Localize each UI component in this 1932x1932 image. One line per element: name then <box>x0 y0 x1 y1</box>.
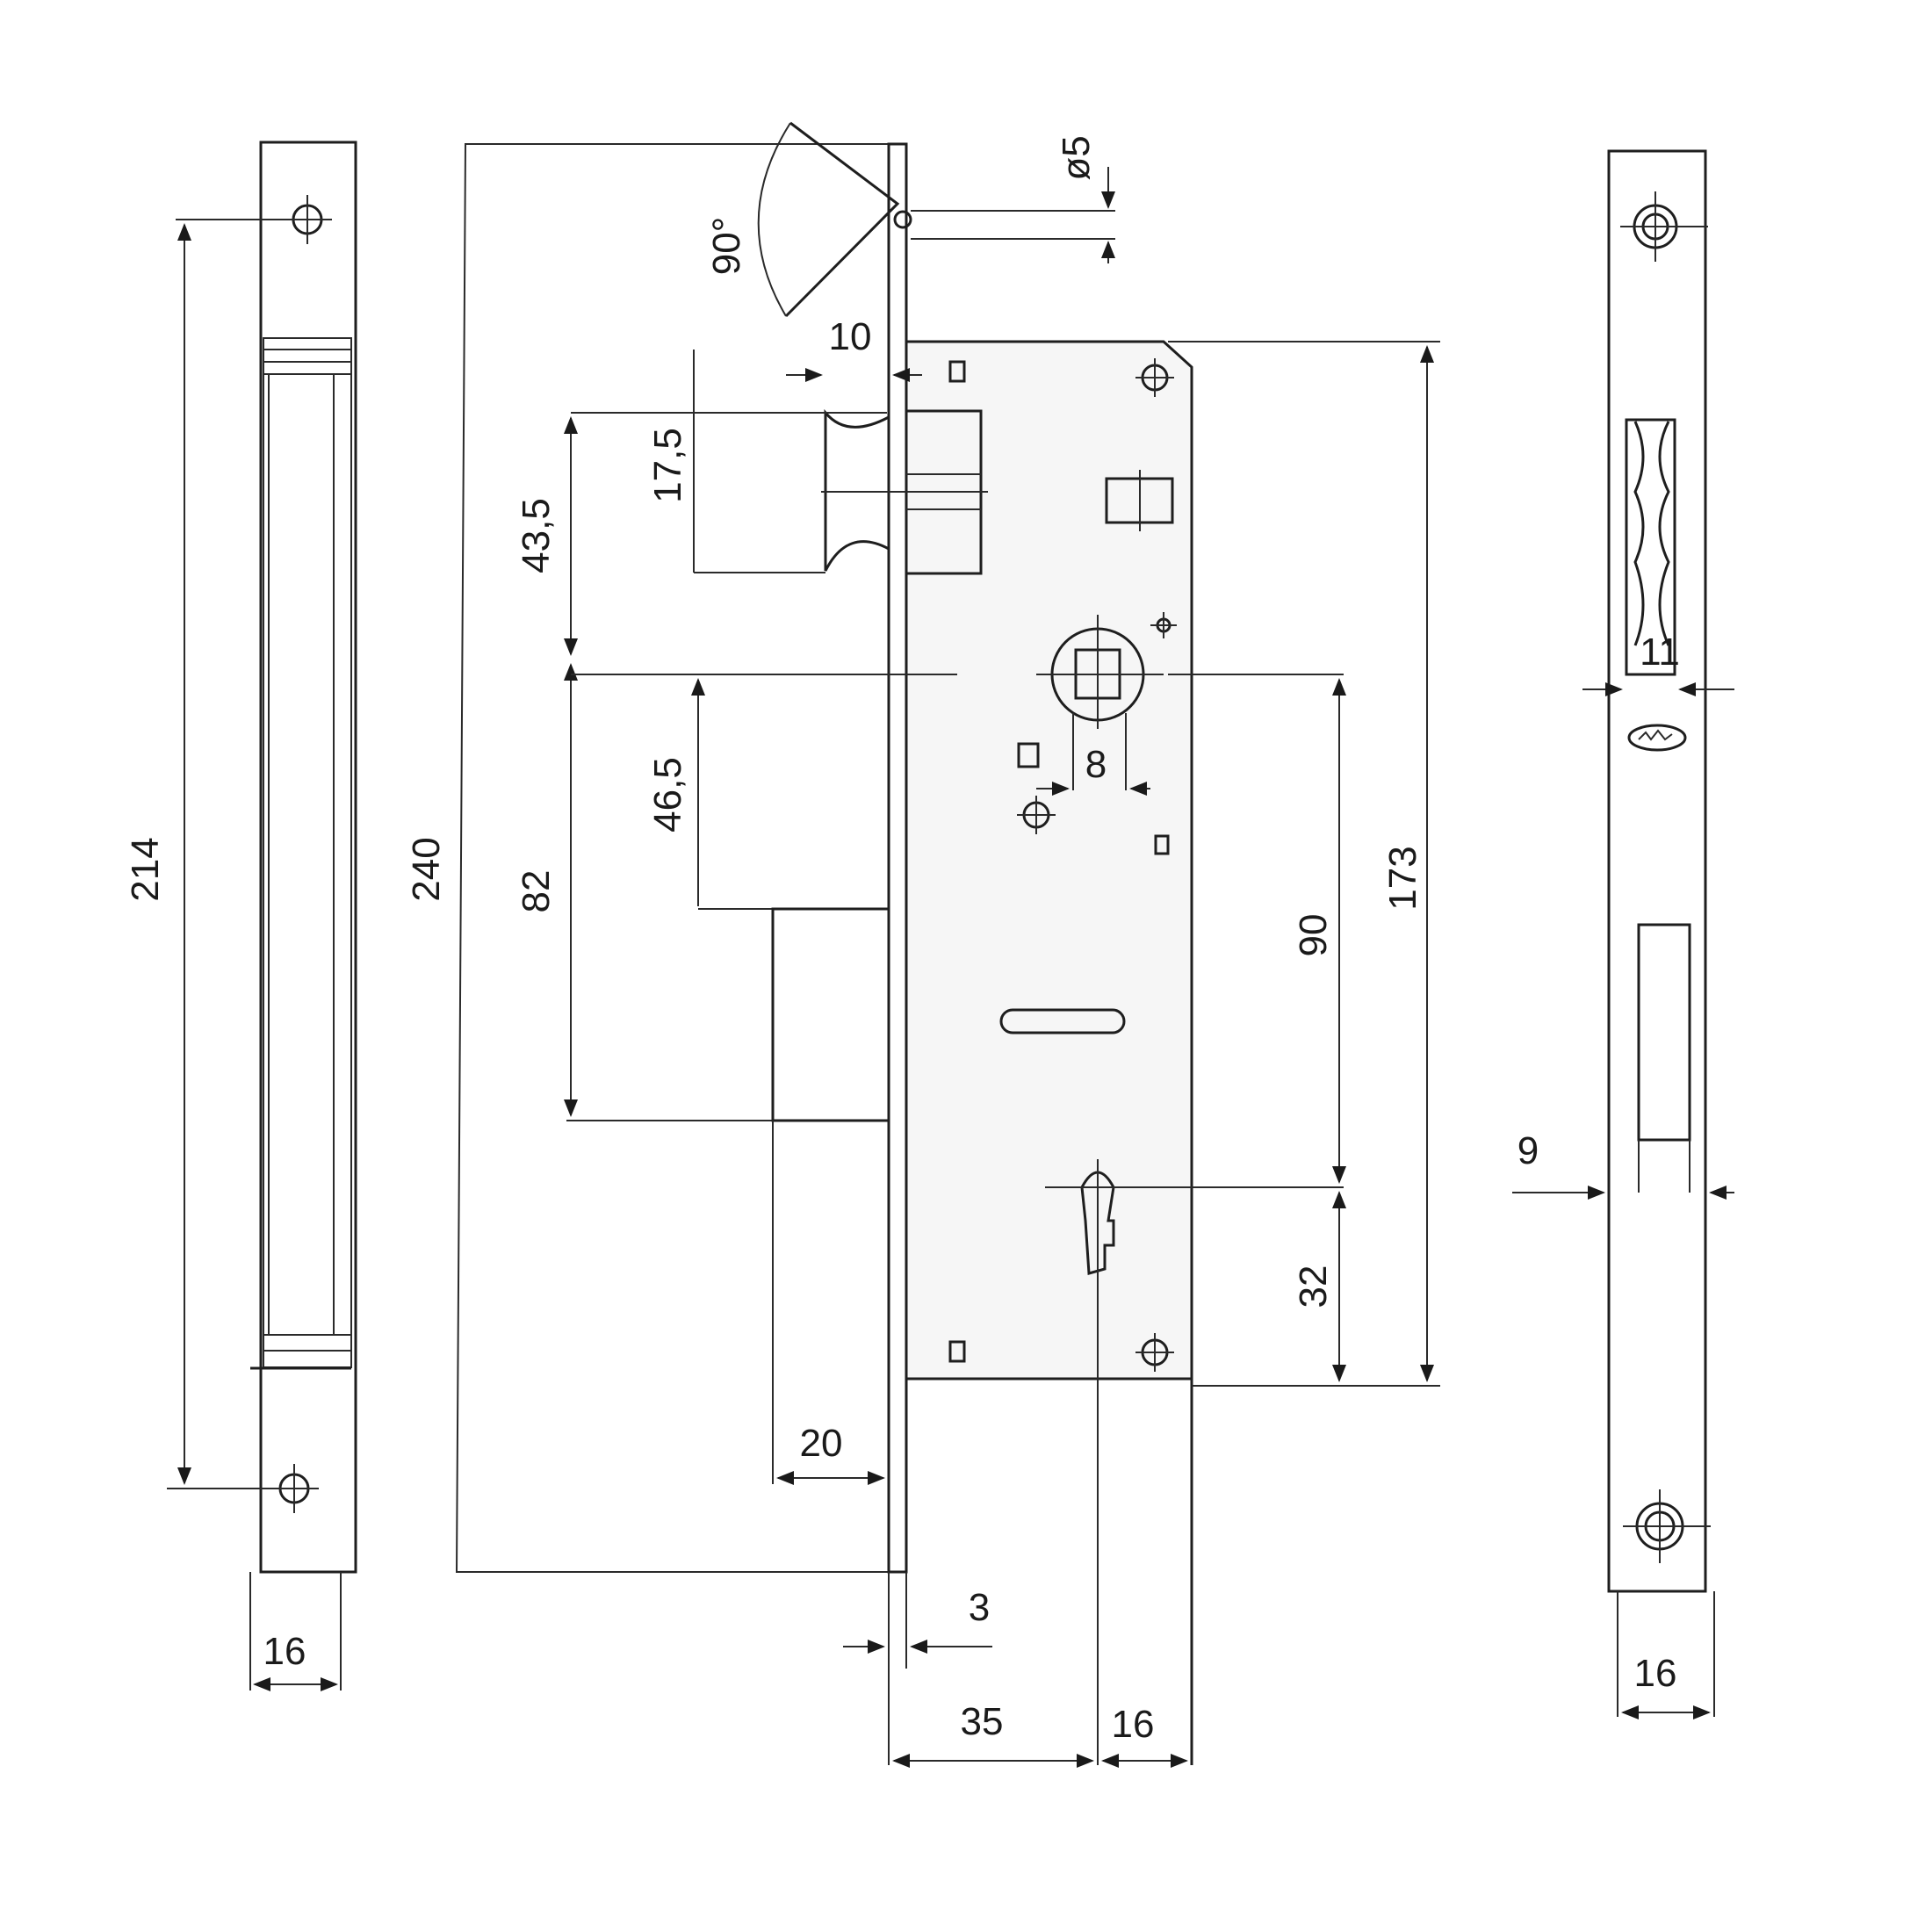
dim-3-label: 3 <box>969 1586 990 1629</box>
dim-right-16-label: 16 <box>1634 1652 1677 1695</box>
center-faceplate <box>887 142 908 1574</box>
dim-10-label: 10 <box>829 315 872 358</box>
dim-90deg-label: 90° <box>705 217 748 276</box>
dim-8-label: 8 <box>1085 743 1107 786</box>
mid-screw-hole-icon <box>1017 796 1056 834</box>
small-cross-hole-icon <box>1150 612 1177 638</box>
dim-key-16-label: 16 <box>1112 1703 1155 1746</box>
right-bottom-screw-hole-icon <box>1623 1489 1711 1563</box>
dim-173-label: 173 <box>1381 846 1424 910</box>
dim-43-5-label: 43,5 <box>515 498 558 573</box>
dim-214-label: 214 <box>124 837 167 901</box>
latch-bolt <box>821 408 988 575</box>
right-faceplate-view: 11 9 16 <box>1512 149 1734 1719</box>
left-faceplate-outline <box>259 141 357 1574</box>
left-faceplate-view: 214 16 <box>124 141 357 1691</box>
dim-hole-diameter-label: ø5 <box>1055 135 1098 180</box>
manufacturer-logo-icon <box>1627 724 1687 752</box>
right-bolt-opening <box>1637 923 1691 1142</box>
spindle-follower-icon <box>1036 615 1164 729</box>
dim-240-label: 240 <box>405 837 448 901</box>
dim-left-16-label: 16 <box>263 1630 306 1673</box>
dim-90-label: 90 <box>1292 914 1335 957</box>
bottom-right-screw-hole-icon <box>1135 1333 1174 1372</box>
left-top-screw-hole-icon <box>283 195 332 244</box>
dim-20-label: 20 <box>800 1422 843 1465</box>
right-top-screw-hole-icon <box>1620 191 1708 262</box>
dim-17-5-label: 17,5 <box>646 428 689 503</box>
case-slot <box>999 1008 1126 1034</box>
left-bottom-screw-hole-icon <box>270 1464 319 1513</box>
dim-32-label: 32 <box>1292 1265 1335 1308</box>
center-lock-view: 240 90° ø5 10 17,5 <box>405 121 1440 1768</box>
top-right-screw-hole-icon <box>1135 358 1174 397</box>
dead-bolt <box>771 907 890 1122</box>
dim-9-label: 9 <box>1517 1129 1539 1172</box>
dim-11-label: 11 <box>1640 631 1680 674</box>
left-faceplate-inner-channel <box>263 337 352 1368</box>
lock-case-body <box>905 340 1193 1381</box>
dim-35-label: 35 <box>961 1700 1004 1743</box>
dim-82-label: 82 <box>515 870 558 913</box>
right-latch-opening <box>1625 418 1676 676</box>
right-faceplate-outline <box>1607 149 1707 1593</box>
keyhole-icon <box>1045 1159 1344 1765</box>
dim-46-5-label: 46,5 <box>646 757 689 833</box>
